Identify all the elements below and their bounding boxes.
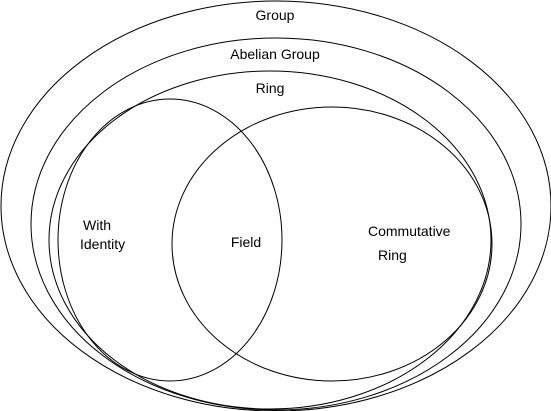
- with-identity-ellipse: [57, 98, 283, 382]
- with-identity-label-line1: With: [83, 217, 111, 233]
- commutative-ring-label-line2: Ring: [378, 247, 407, 263]
- commutative-ring-ellipse: [171, 106, 493, 382]
- abelian-group-label: Abelian Group: [230, 46, 320, 62]
- commutative-ring-label-line1: Commutative: [368, 223, 451, 239]
- with-identity-label-line2: Identity: [80, 236, 125, 252]
- abelian-group-ellipse: [30, 37, 522, 411]
- field-label: Field: [231, 234, 261, 250]
- ring-label: Ring: [256, 80, 285, 96]
- ring-ellipse: [48, 70, 492, 410]
- group-label: Group: [256, 7, 295, 23]
